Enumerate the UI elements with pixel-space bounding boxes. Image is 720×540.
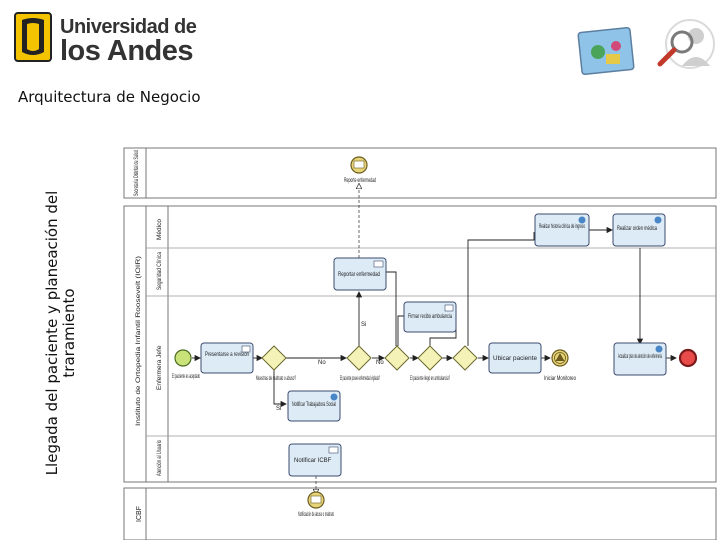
task-presentarse[interactable]: Presentarse a revisión <box>200 342 254 374</box>
gear-icon <box>330 393 338 401</box>
pool-label-secretaria: Secretaría Distrital de Salud <box>133 150 140 196</box>
blueprint-illustration-icon <box>577 26 635 76</box>
gateway-merge-2 <box>452 345 478 371</box>
flow-label-no-1: No <box>318 360 326 366</box>
gateway-merge-1 <box>384 345 410 371</box>
magnifier-person-icon <box>657 19 715 69</box>
start-note: El paciente es aceptado <box>172 374 200 380</box>
pool-secretaria-salud: Secretaría Distrital de Salud <box>123 147 717 199</box>
flow-label-si-1: Si <box>276 406 281 412</box>
event-reporte-label: Reporte enfermedad <box>344 178 376 184</box>
flow-label-no-2: No <box>376 360 384 366</box>
task-ubicar-label: Ubicar paciente <box>493 356 538 362</box>
task-orden-label: Realizar orden médica <box>617 226 657 232</box>
task-firmar-label: Firmar recibo ambulancia <box>408 314 452 320</box>
gateway-maltrato: Muestras de maltrato o abuso? <box>256 345 296 382</box>
task-actualizar-label: Actualizar plan de atención de enfermerí… <box>618 354 662 360</box>
page-title: Arquitectura de Negocio <box>18 88 201 106</box>
message-icon <box>444 304 454 312</box>
universidad-logo: Universidad de los Andes <box>14 12 197 67</box>
event-icbf-label: Notificación de abuso o maltrato <box>298 512 334 518</box>
gear-icon <box>654 216 662 224</box>
crest-icon <box>14 12 52 62</box>
gear-icon <box>578 216 586 224</box>
gear-icon <box>655 345 663 353</box>
task-firmar-recibo[interactable]: Firmar recibo ambulancia <box>403 301 457 333</box>
task-historia-label: Realizar historia clínica de ingreso <box>539 224 585 230</box>
task-notificar-icbf[interactable]: Notificar ICBF <box>288 443 342 477</box>
event-iniciar-monitoreo: Iniciar Monitoreo <box>544 349 576 382</box>
flow-label-si-2: Si <box>361 322 366 328</box>
envelope-icon <box>310 495 322 504</box>
task-historia-clinica[interactable]: Realizar historia clínica de ingreso <box>534 213 590 247</box>
task-orden-medica[interactable]: Realizar orden médica <box>612 213 666 247</box>
message-icon <box>241 345 251 353</box>
pool-icbf: ICBF <box>123 487 717 540</box>
lane-label-medico: Médico <box>156 219 163 240</box>
task-notificar-icbf-label: Notificar ICBF <box>294 458 332 464</box>
task-reportar-enfermedad[interactable]: Reportar enfermedad <box>333 257 387 291</box>
gateway-enfermedad-label: El paciente posee enfermedad vigilada? <box>340 376 380 382</box>
pool-label-icbf: ICBF <box>136 506 143 522</box>
start-event <box>174 349 192 367</box>
event-notificacion-icbf: Notificación de abuso o maltrato <box>298 491 334 518</box>
monitor-note: Iniciar Monitoreo <box>544 376 576 382</box>
task-ubicar-paciente[interactable]: Ubicar paciente <box>488 342 542 374</box>
task-notificar-trabajadora-label: Notificar Trabajadora Social <box>292 402 336 408</box>
message-icon <box>328 446 339 454</box>
gateway-enfermedad-vigilada: El paciente posee enfermedad vigilada? <box>340 345 380 382</box>
lane-label-seguridad: Seguridad Clínica <box>156 252 163 290</box>
task-notificar-trabajadora[interactable]: Notificar Trabajadora Social <box>287 390 341 422</box>
pool-label-ioir: Instituto de Ortopedia Infantil Roosevel… <box>135 256 142 426</box>
event-reporte-enfermedad: Reporte enfermedad <box>344 156 376 184</box>
lane-label-atencion: Atención al Usuario <box>156 440 163 476</box>
gateway-ambulancia-label: El paciente llegó en ambulancia? <box>410 376 450 382</box>
task-reportar-label: Reportar enfermedad <box>338 272 380 278</box>
gateway-maltrato-label: Muestras de maltrato o abuso? <box>256 376 296 382</box>
task-presentarse-label: Presentarse a revisión <box>205 352 249 358</box>
sequence-flows <box>192 226 677 408</box>
lane-label-enfermera: Enfermera Jefe <box>156 345 163 390</box>
message-icon <box>373 260 384 268</box>
logo-text-line2: los Andes <box>60 35 194 67</box>
logo-text-line1: Universidad de <box>60 16 197 38</box>
gateway-ambulancia: El paciente llegó en ambulancia? <box>410 345 450 382</box>
signal-icon <box>555 353 565 361</box>
envelope-icon <box>353 160 365 169</box>
end-event <box>678 348 698 368</box>
task-actualizar-plan[interactable]: Actualizar plan de atención de enfermerí… <box>613 342 667 376</box>
